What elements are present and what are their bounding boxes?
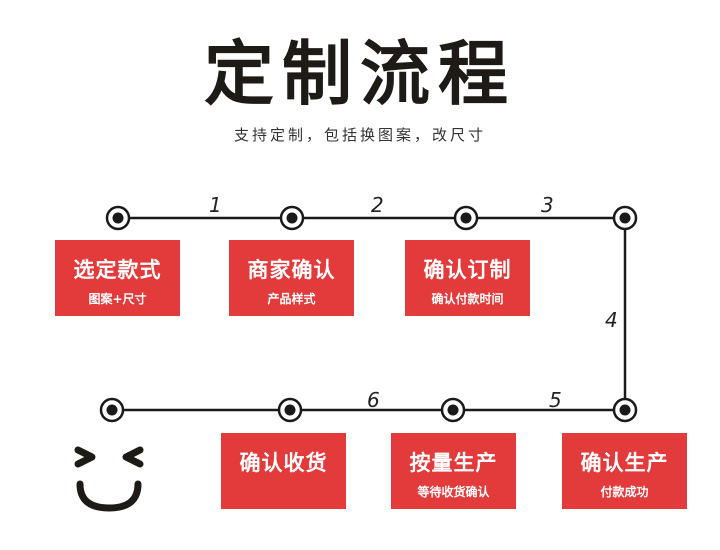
step-title: 选定款式	[73, 258, 162, 282]
step-detail: 等待收货确认	[417, 485, 490, 499]
step-number-5: 5	[549, 388, 562, 412]
step-detail: 产品样式	[267, 292, 316, 306]
step-box-4: 确认生产 付款成功	[562, 433, 687, 509]
step-number-2: 2	[371, 193, 384, 217]
step-number-1: 1	[209, 193, 222, 217]
step-number-3: 3	[541, 193, 554, 217]
step-title: 确认收货	[239, 451, 328, 475]
page-subtitle: 支持定制，包括换图案，改尺寸	[233, 126, 486, 144]
step-title: 确认订制	[423, 258, 512, 282]
step-box-2: 商家确认 产品样式	[229, 240, 354, 316]
flow-path-top	[112, 216, 627, 412]
node-2	[279, 205, 305, 231]
step-title: 按量生产	[409, 451, 498, 475]
page-title: 定制流程	[204, 33, 516, 115]
node-1	[105, 205, 131, 231]
node-6	[440, 397, 466, 423]
step-box-3: 确认订制 确认付款时间	[405, 240, 530, 316]
node-4	[612, 205, 638, 231]
step-detail: 图案+尺寸	[88, 292, 147, 306]
smiley-face-icon	[74, 446, 144, 512]
step-detail: 确认付款时间	[431, 292, 504, 306]
step-title: 确认生产	[580, 451, 669, 475]
step-number-6: 6	[367, 388, 380, 412]
step-detail: 付款成功	[600, 485, 649, 499]
node-7	[277, 397, 303, 423]
node-5	[612, 397, 638, 423]
step-title: 商家确认	[247, 258, 336, 282]
step-number-4: 4	[605, 308, 618, 332]
node-3	[453, 205, 479, 231]
step-box-6: 确认收货	[221, 433, 346, 509]
node-8	[99, 397, 125, 423]
step-box-1: 选定款式 图案+尺寸	[55, 240, 180, 316]
step-box-5: 按量生产 等待收货确认	[391, 433, 516, 509]
